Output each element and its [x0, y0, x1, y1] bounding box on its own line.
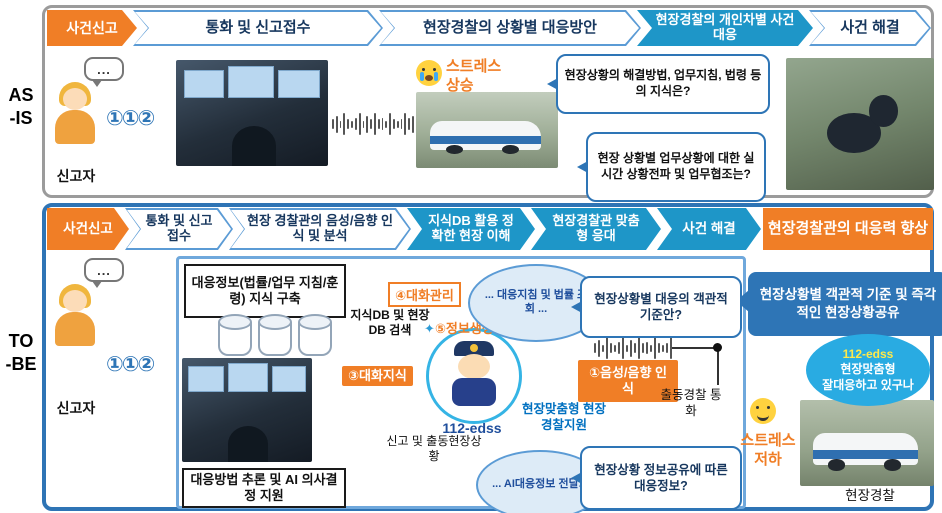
ai-system-box	[176, 256, 746, 509]
question-text: 현장 상황별 업무상황에 대한 실시간 상황전파 및 업무협조는?	[597, 151, 755, 181]
to-be-section-label: TO -BE	[5, 331, 37, 374]
question-text: 현장상황별 대응의 객관적 기준안?	[594, 291, 728, 322]
field-support-label: 현장맞춤형 현장경찰지원	[522, 402, 606, 432]
to-be-step-capability-improved: 현장경찰관의 대응력 향상	[763, 208, 933, 250]
step-label: 사건 해결	[840, 19, 900, 37]
step-label: 사건 해결	[682, 221, 736, 237]
report-situation-label: 신고 및 출동현장상황	[386, 434, 482, 463]
knowledge-database-icon	[218, 314, 332, 356]
knowledge-construction-box: 대응정보(법률/업무 지침/훈령) 지식 구축	[184, 264, 346, 318]
as-is-step-incident-report: 사건신고	[47, 10, 137, 46]
star-icon: ✦	[424, 321, 435, 336]
question-text: 현장상황의 해결방법, 업무지침, 법령 등의 지식은?	[564, 68, 762, 98]
as-is-step-case-resolved: 사건 해결	[809, 10, 931, 46]
dialog-knowledge-label: ③대화지식	[342, 366, 413, 387]
reporter-label: 신고자	[56, 400, 96, 416]
stress-down-label: 스트레스 저하	[740, 432, 796, 468]
reporter-icon	[52, 284, 98, 350]
step-label: 현장경찰관 맞춤형 응대	[552, 213, 640, 243]
call-connector-line-vertical	[717, 351, 719, 385]
reporter-speech-bubble: ...	[84, 258, 124, 288]
db-search-label: 지식DB 및 현장DB 검색	[350, 308, 430, 337]
database-cylinder-icon	[258, 314, 292, 356]
as-is-step-call-reception: 통화 및 신고접수	[133, 10, 383, 46]
cloud-line-3: 잘대응하고 있구나	[822, 377, 914, 392]
ai-decision-support-box: 대응방법 추론 및 AI 의사결정 지원	[182, 468, 346, 508]
to-be-step-case-resolved: 사건 해결	[657, 208, 761, 250]
step-label: 사건신고	[66, 19, 118, 36]
to-be-step-knowledge-db: 지식DB 활용 정확한 현장 이해	[407, 208, 535, 250]
call-center-photo	[176, 60, 328, 166]
objective-standard-banner: 현장상황별 객관적 기준 및 즉각적인 현장상황공유	[748, 272, 942, 336]
cloud-line-1: 112-edss	[842, 346, 894, 361]
step-label: 사건신고	[63, 221, 113, 237]
voice-recognition-box: ①음성/음향 인식	[578, 360, 678, 402]
audio-waveform-icon	[332, 110, 414, 138]
reporter-speech-bubble: ...	[84, 57, 124, 87]
reporter-label: 신고자	[56, 168, 96, 184]
dispatch-call-label: 출동경찰 통화	[660, 388, 722, 418]
smiley-face-icon	[750, 398, 776, 424]
call-center-photo	[182, 358, 312, 462]
crying-face-icon	[416, 60, 442, 86]
step-label: 통화 및 신고접수	[145, 213, 213, 243]
step-label: 현장 경찰관의 음성/음향 인식 및 분석	[246, 213, 393, 243]
question-bubble-cooperation: 현장 상황별 업무상황에 대한 실시간 상황전파 및 업무협조는?	[577, 132, 766, 202]
to-be-frame	[42, 203, 934, 511]
question-bubble-standard: 현장상황별 대응의 객관적 기준안?	[571, 276, 742, 338]
field-police-label: 현장경찰	[845, 488, 895, 503]
question-bubble-knowledge: 현장상황의 해결방법, 업무지침, 법령 등의 지식은?	[547, 54, 770, 114]
question-bubble-info-sharing: 현장상황 정보공유에 따른 대응정보?	[571, 446, 742, 510]
call-endpoint-dot	[713, 343, 722, 352]
database-cylinder-icon	[298, 314, 332, 356]
field-police-photo	[800, 400, 934, 486]
reporter-icon	[52, 82, 98, 148]
stress-up-label: 스트레스 상승	[446, 58, 502, 94]
audio-waveform-icon	[594, 336, 674, 360]
as-is-step-situational-response: 현장경찰의 상황별 대응방안	[379, 10, 641, 46]
question-text: 현장상황 정보공유에 따른 대응정보?	[594, 462, 728, 493]
call-connector-line	[672, 347, 718, 349]
call-steps-badge: ①①②	[106, 107, 155, 130]
dialog-management-label: ④대화관리	[388, 282, 461, 307]
police-mascot-icon	[426, 328, 522, 424]
field-police-thought-cloud: 112-edss 현장맞춤형 잘대응하고 있구나	[806, 334, 930, 406]
database-cylinder-icon	[218, 314, 252, 356]
to-be-step-call-reception: 통화 및 신고접수	[125, 208, 233, 250]
cloud-line-2: 현장맞춤형	[840, 362, 896, 377]
step-label: 현장경찰관의 대응력 향상	[767, 220, 929, 237]
step-label: 현장경찰의 개인차별 사건 대응	[655, 12, 795, 42]
as-is-section-label: AS -IS	[8, 85, 34, 128]
arrest-scene-photo	[786, 58, 934, 190]
as-is-step-individual-response: 현장경찰의 개인차별 사건 대응	[637, 10, 813, 46]
police-car-photo	[416, 92, 558, 168]
call-steps-badge: ①①②	[106, 353, 155, 376]
step-label: 통화 및 신고접수	[205, 19, 311, 37]
step-label: 현장경찰의 상황별 대응방안	[423, 19, 597, 37]
mascot-name-label: 112-edss	[442, 420, 502, 436]
to-be-step-incident-report: 사건신고	[47, 208, 129, 250]
step-label: 지식DB 활용 정확한 현장 이해	[428, 213, 514, 243]
to-be-step-tailored-response: 현장경찰관 맞춤형 응대	[531, 208, 661, 250]
to-be-step-voice-recognition: 현장 경찰관의 음성/음향 인식 및 분석	[229, 208, 411, 250]
